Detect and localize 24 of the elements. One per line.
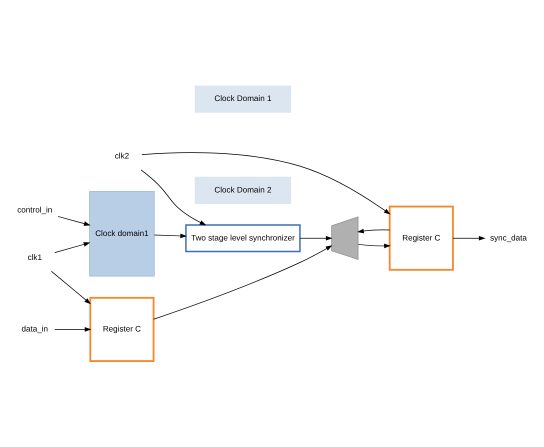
- node-box: Clock Domain 2: [194, 176, 292, 204]
- arrow: [153, 245, 332, 320]
- arrow: [54, 327, 92, 332]
- node-box: Register C: [388, 206, 454, 271]
- node-trapezium: [331, 216, 358, 260]
- arrow: [140, 170, 206, 226]
- node-text: sync_data: [490, 233, 527, 242]
- arrow: [58, 216, 91, 226]
- arrow: [54, 242, 90, 253]
- arrow: [141, 152, 390, 215]
- node-text: clk2: [114, 152, 130, 161]
- arrow: [358, 244, 391, 248]
- node-text: data_in: [22, 324, 48, 334]
- arrow: [300, 236, 333, 241]
- node-box: Register C: [89, 296, 154, 362]
- arrow: [51, 270, 91, 304]
- node-text: clk1: [28, 253, 42, 262]
- node-box: Clock domain1: [89, 191, 155, 276]
- arrow: [154, 234, 187, 238]
- arrow: [357, 228, 390, 234]
- arrow: [452, 236, 486, 241]
- node-box: Clock Domain 1: [194, 86, 292, 113]
- node-text: control_in: [17, 205, 52, 214]
- node-box: Two stage level synchronizer: [185, 224, 301, 252]
